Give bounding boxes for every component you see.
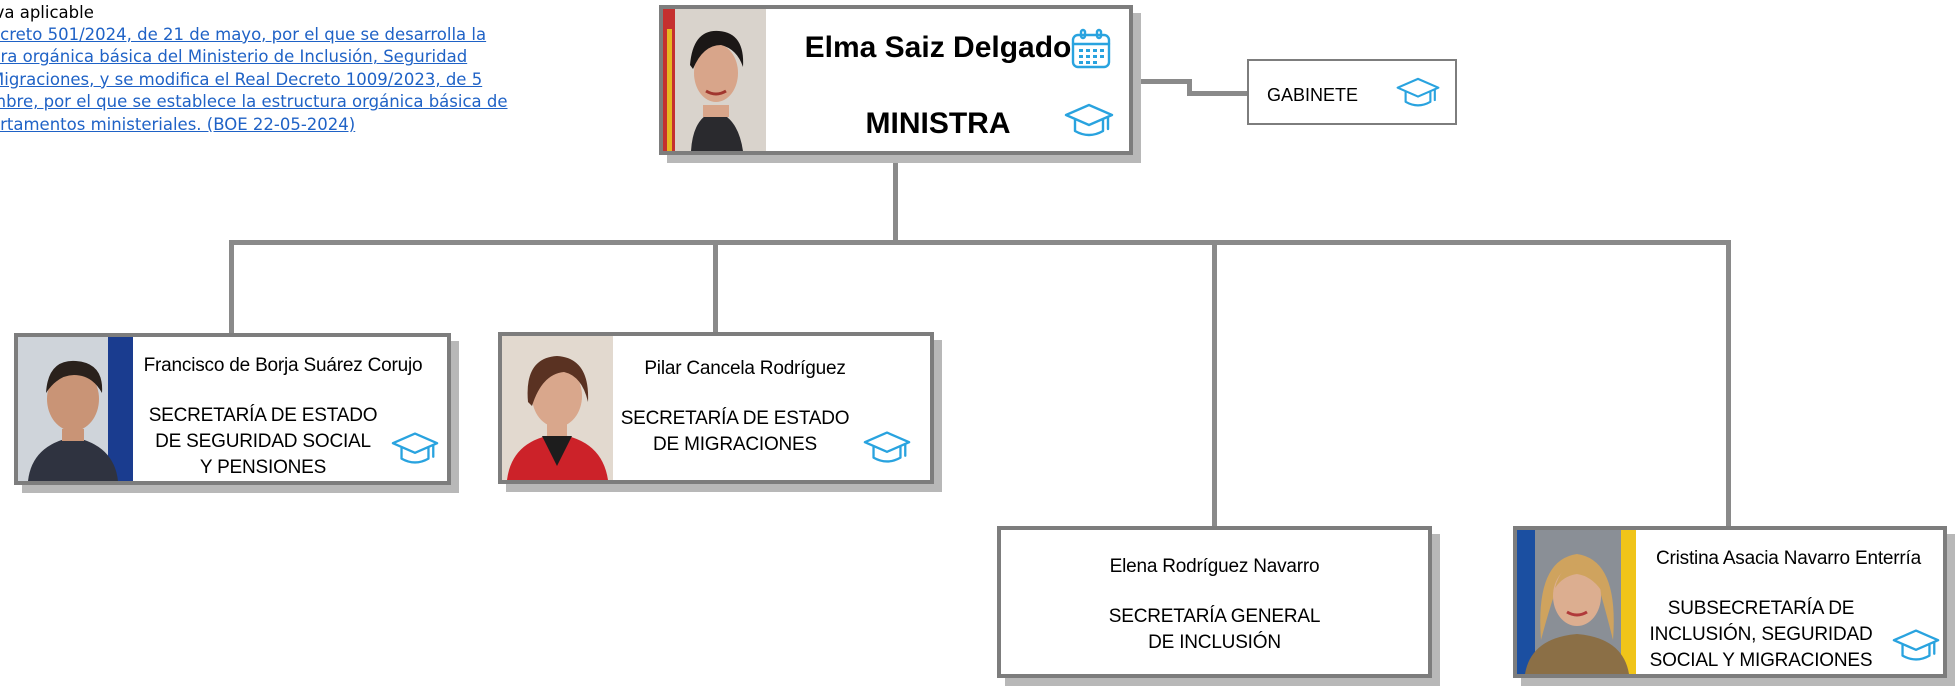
link-line-5: artamentos ministeriales. (BOE 22-05-202… — [0, 114, 356, 134]
ministra-title: MINISTRA — [865, 107, 1011, 140]
unit-title-line: SECRETARÍA DE ESTADO — [620, 408, 850, 429]
unit-box-seguridad-social[interactable]: Francisco de Borja Suárez Corujo SECRETA… — [14, 333, 451, 485]
connector-drop-3 — [1212, 240, 1217, 527]
graduation-cap-icon[interactable] — [1063, 101, 1115, 141]
unit-photo-cristina — [1517, 530, 1636, 674]
unit-box-migraciones[interactable]: Pilar Cancela Rodríguez SECRETARÍA DE ES… — [498, 332, 934, 484]
gabinete-label: GABINETE — [1267, 85, 1359, 105]
unit-title-line: SECRETARÍA GENERAL — [1108, 606, 1321, 627]
unit-name: Cristina Asacia Navarro Enterría — [1656, 548, 1921, 569]
unit-box-subsecretaria[interactable]: Cristina Asacia Navarro Enterría SUBSECR… — [1513, 526, 1947, 678]
connector-drop-1 — [229, 240, 234, 333]
unit-title: SECRETARÍA GENERAL DE INCLUSIÓN — [1001, 604, 1428, 656]
unit-title-line: SOCIAL Y MIGRACIONES — [1649, 650, 1873, 671]
link-line-1: ecreto 501/2024, de 21 de mayo, por el q… — [0, 25, 487, 44]
connector-gabinete-2 — [1187, 79, 1192, 95]
normativa-aplicable: iva aplicable ecreto 501/2024, de 21 de … — [0, 0, 538, 136]
link-line-3: Migraciones, y se modifica el Real Decre… — [0, 69, 483, 89]
connector-gabinete-1 — [1130, 79, 1190, 84]
connector-drop-2 — [713, 240, 718, 333]
ministra-box[interactable]: Elma Saiz Delgado MINISTRA — [659, 5, 1133, 155]
unit-name: Elena Rodríguez Navarro — [1109, 556, 1320, 577]
connector-ministra-down — [893, 155, 898, 243]
unit-title-line: DE MIGRACIONES — [653, 434, 817, 455]
graduation-cap-icon[interactable] — [862, 428, 912, 468]
link-line-4: mbre, por el que se establece la estruct… — [0, 92, 508, 112]
unit-title-line: DE INCLUSIÓN — [1148, 632, 1281, 653]
connector-horizontal-bar — [229, 240, 1731, 245]
normativa-heading: iva aplicable — [0, 3, 94, 22]
unit-photo-pilar — [502, 336, 613, 480]
unit-title-line: INCLUSIÓN, SEGURIDAD — [1649, 624, 1873, 645]
unit-title: SECRETARÍA DE ESTADO DE SEGURIDAD SOCIAL… — [133, 403, 393, 481]
real-decreto-link[interactable]: ecreto 501/2024, de 21 de mayo, por el q… — [0, 24, 538, 136]
graduation-cap-icon[interactable] — [1891, 626, 1941, 666]
unit-title-line: DE SEGURIDAD SOCIAL — [155, 431, 371, 452]
connector-drop-4 — [1726, 240, 1731, 527]
calendar-icon[interactable] — [1069, 27, 1113, 71]
unit-title-line: Y PENSIONES — [199, 457, 327, 478]
unit-name: Francisco de Borja Suárez Corujo — [143, 355, 423, 376]
unit-photo-francisco — [18, 337, 133, 481]
unit-name: Pilar Cancela Rodríguez — [644, 358, 846, 379]
connector-gabinete-3 — [1187, 91, 1247, 96]
ministra-photo — [663, 9, 766, 151]
graduation-cap-icon[interactable] — [390, 429, 440, 469]
ministra-name: Elma Saiz Delgado — [804, 31, 1072, 64]
unit-title: SECRETARÍA DE ESTADO DE MIGRACIONES — [615, 406, 855, 458]
unit-title-line: SUBSECRETARÍA DE — [1667, 598, 1855, 619]
unit-title: SUBSECRETARÍA DE INCLUSIÓN, SEGURIDAD SO… — [1636, 596, 1886, 674]
unit-box-inclusion[interactable]: Elena Rodríguez Navarro SECRETARÍA GENER… — [997, 526, 1432, 678]
graduation-cap-icon[interactable] — [1395, 75, 1441, 111]
gabinete-box[interactable]: GABINETE — [1247, 59, 1457, 125]
link-line-2: ura orgánica básica del Ministerio de In… — [0, 47, 468, 67]
unit-title-line: SECRETARÍA DE ESTADO — [148, 405, 378, 426]
